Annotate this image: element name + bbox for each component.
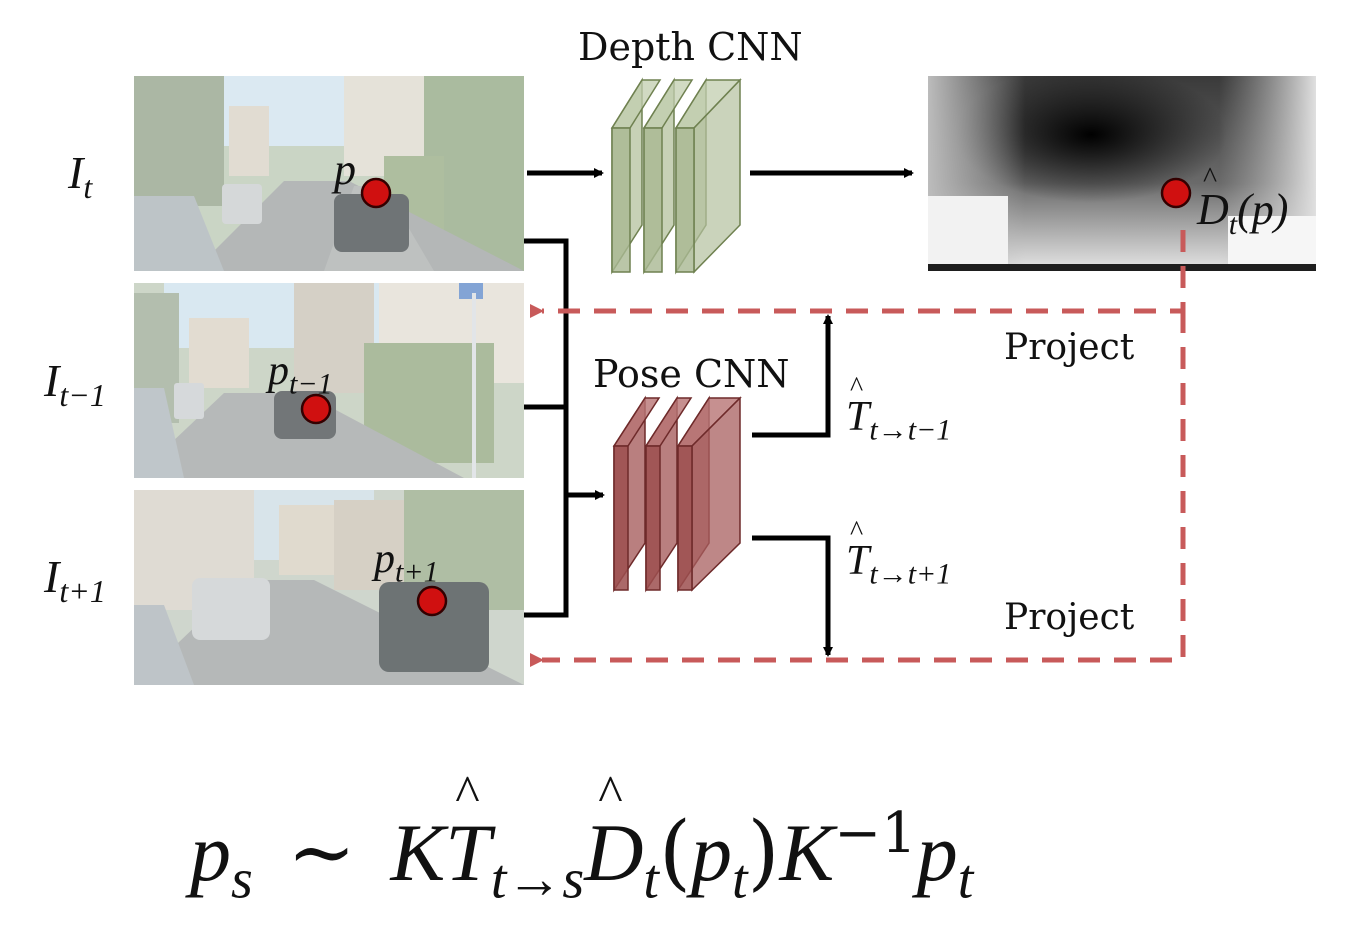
frame-next-label: It+1 xyxy=(44,551,106,610)
projection-path-prev xyxy=(530,230,1186,318)
arrow-pose-to-next xyxy=(752,535,833,657)
pose-cnn-label: Pose CNN xyxy=(593,352,790,396)
frame-current-image xyxy=(134,76,524,271)
point-label-next: pt+1 xyxy=(374,536,439,589)
point-p-prev xyxy=(300,393,332,425)
depth-map-image xyxy=(928,76,1316,271)
depth-cnn-layer xyxy=(610,77,662,275)
pose-cnn-block xyxy=(612,395,742,593)
point-p-current xyxy=(360,177,392,209)
project-label-lower: Project xyxy=(1004,597,1135,638)
pose-cnn-layer xyxy=(644,395,693,593)
depth-output-label: ^Dt(p) xyxy=(1197,161,1289,241)
arrow-pose-to-prev xyxy=(752,314,833,438)
depth-cnn-layer xyxy=(674,77,742,275)
pose-to-next-label: ^Tt→t+1 xyxy=(846,516,952,591)
frame-prev-image xyxy=(134,283,524,478)
bracket-frames-to-pose xyxy=(524,238,569,618)
depth-cnn-label: Depth CNN xyxy=(578,25,803,69)
depth-cnn-block xyxy=(610,77,742,275)
street-scene-next xyxy=(134,490,524,685)
street-scene-prev xyxy=(134,283,524,478)
frame-current-label: It xyxy=(68,147,93,206)
point-label-prev: pt−1 xyxy=(268,348,333,401)
point-p-next xyxy=(416,585,448,617)
pose-cnn-layer xyxy=(612,395,661,593)
pose-to-prev-label: ^Tt→t−1 xyxy=(846,372,952,447)
frame-next-image xyxy=(134,490,524,685)
project-label-upper: Project xyxy=(1004,327,1135,368)
projection-path-next xyxy=(530,311,1186,667)
point-label-current: p xyxy=(334,145,356,194)
street-scene-current xyxy=(134,76,524,271)
pose-cnn-layer xyxy=(676,395,742,593)
projection-equation: ps ∼ K^Tt→s^Dt(pt)K−1pt xyxy=(190,766,974,911)
point-depth xyxy=(1160,177,1192,209)
frame-prev-label: It−1 xyxy=(44,355,106,414)
depth-map xyxy=(928,76,1316,271)
depth-cnn-layer xyxy=(642,77,694,275)
